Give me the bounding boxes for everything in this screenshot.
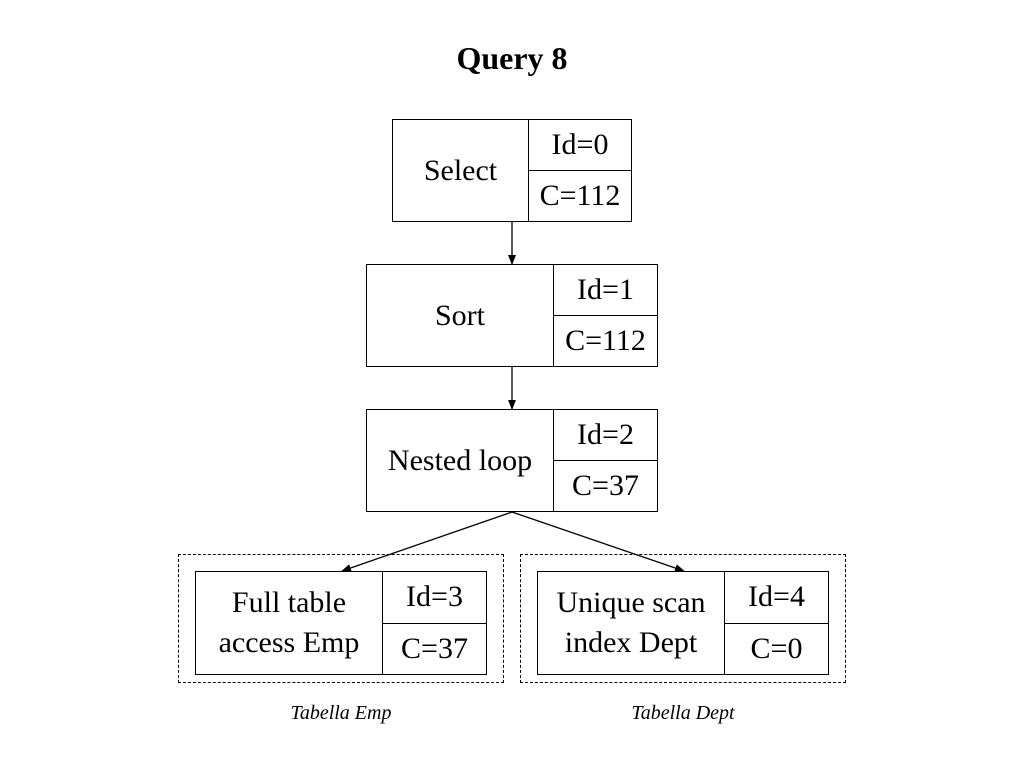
node-full-table-access-label: Full table access Emp — [218, 586, 360, 659]
group-dept-caption: Tabella Dept — [631, 702, 735, 724]
node-unique-scan-id: Id=4 — [748, 580, 805, 614]
node-sort-cost: C=112 — [554, 315, 657, 366]
node-sort-label: Sort — [434, 298, 485, 332]
node-unique-scan: Unique scan index Dept Id=4 C=0 — [537, 571, 829, 675]
node-nested-loop-cost: C=37 — [554, 460, 657, 511]
diagram-title: Query 8 — [456, 40, 568, 76]
node-select-label: Select — [423, 153, 498, 187]
node-full-table-access-id: Id=3 — [406, 580, 463, 614]
group-emp-caption: Tabella Emp — [290, 702, 392, 724]
node-full-table-access: Full table access Emp Id=3 C=37 — [195, 571, 487, 675]
node-unique-scan-label: Unique scan index Dept — [556, 586, 706, 659]
node-unique-scan-cost: C=0 — [725, 622, 828, 675]
node-full-table-access-cost: C=37 — [383, 622, 486, 675]
group-dept — [520, 554, 846, 683]
node-nested-loop: Nested loop Id=2 C=37 — [366, 409, 658, 512]
node-select-cost: C=112 — [529, 170, 631, 221]
node-sort: Sort Id=1 C=112 — [366, 264, 658, 367]
node-sort-id: Id=1 — [577, 273, 634, 306]
node-select-id: Id=0 — [551, 128, 609, 161]
node-nested-loop-label: Nested loop — [387, 443, 533, 477]
group-emp — [178, 554, 504, 683]
node-select: Select Id=0 C=112 — [392, 119, 632, 222]
node-nested-loop-id: Id=2 — [577, 418, 634, 451]
